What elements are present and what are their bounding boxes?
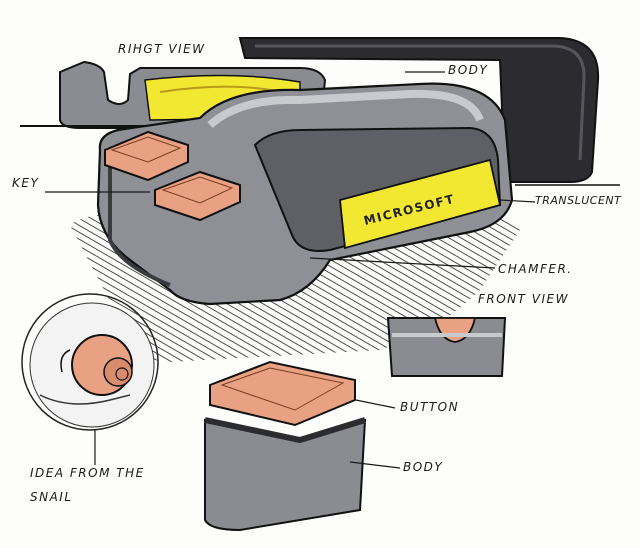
label-idea-line1: IDEA FROM THE [30,466,145,480]
dark-back-shell [238,37,600,183]
main-body: MICROSOFT [96,82,514,306]
label-front-view: FRONT VIEW [478,292,570,306]
label-chamfer: CHAMFER. [498,262,573,276]
label-right-view: RIHGT VIEW [118,42,206,56]
key-caps [104,130,241,222]
label-button: BUTTON [400,400,460,414]
front-view-sketch [386,317,507,377]
leader-lines [45,71,536,469]
snail-sketch [21,293,159,431]
label-body-top: BODY [448,63,489,77]
label-body-bottom: BODY [403,460,444,474]
label-idea-line2: SNAIL [30,490,73,504]
label-key: KEY [12,176,40,190]
label-translucent: TRANSLUCENT [535,194,622,207]
button-detail [204,360,367,532]
